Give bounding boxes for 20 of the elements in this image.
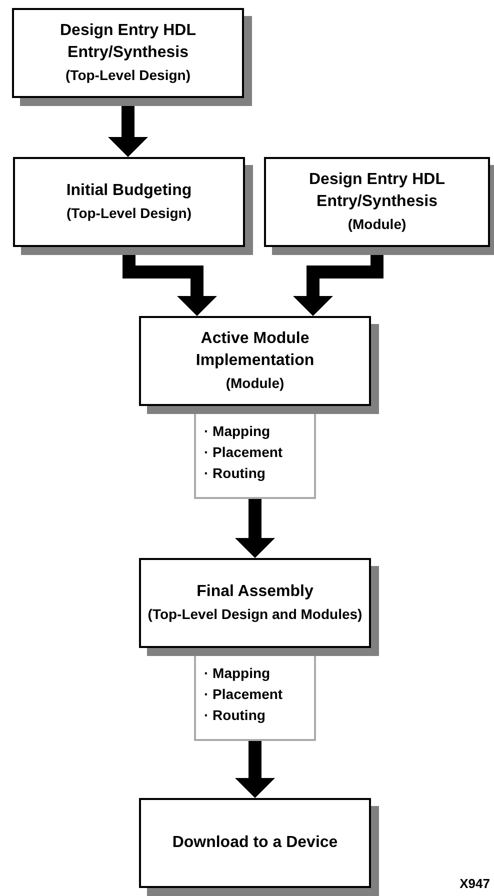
- box-subtitle: (Module): [348, 215, 406, 234]
- box-subtitle: (Top-Level Design): [66, 66, 190, 85]
- box-title: Active Module Implementation: [194, 329, 316, 371]
- box-subtitle: (Module): [226, 374, 284, 393]
- box-title: Download to a Device: [172, 833, 338, 853]
- list-item: · Mapping: [204, 422, 270, 441]
- arrow: [235, 499, 275, 558]
- box-title: Final Assembly: [196, 582, 314, 602]
- box-title: Initial Budgeting: [66, 181, 192, 201]
- figure-number: X947: [460, 876, 490, 891]
- list-item: · Placement: [204, 443, 283, 462]
- list-item: · Routing: [204, 464, 266, 483]
- list-item: · Routing: [204, 706, 266, 725]
- list-item: · Placement: [204, 685, 283, 704]
- list-item: · Mapping: [204, 664, 270, 683]
- box-subtitle: (Top-Level Design): [66, 204, 192, 223]
- box-title: Design Entry HDL Entry/Synthesis: [308, 170, 446, 212]
- box-title: Design Entry HDL Entry/Synthesis: [58, 21, 197, 63]
- arrow: [235, 741, 275, 798]
- box-subtitle: (Top-Level Design and Modules): [148, 605, 362, 624]
